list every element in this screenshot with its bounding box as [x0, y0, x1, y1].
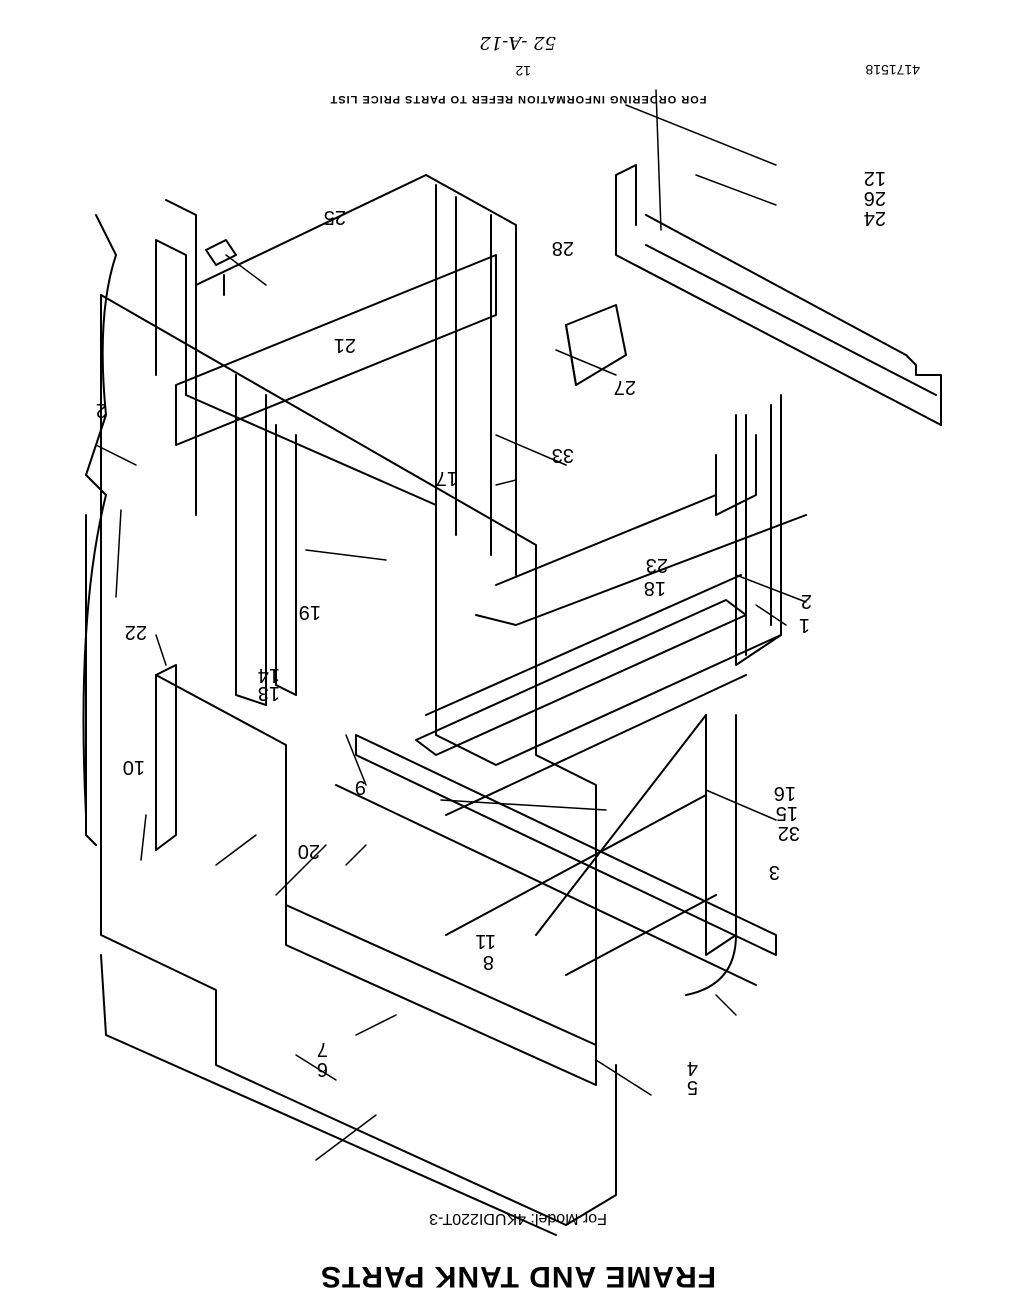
- callout-10: 10: [122, 756, 145, 778]
- callout-23: 23: [645, 554, 668, 576]
- callout-5: 5: [686, 1076, 698, 1098]
- callout-1: 1: [798, 614, 810, 636]
- callout-8: 8: [482, 951, 494, 973]
- callout-9: 9: [354, 776, 366, 798]
- callout-19: 19: [298, 601, 321, 623]
- callout-32: 32: [777, 822, 800, 844]
- callout-22: 22: [124, 621, 147, 643]
- front-rail: [195, 174, 807, 706]
- callout-12: 12: [863, 167, 886, 189]
- page-title: FRAME AND TANK PARTS: [319, 1260, 717, 1293]
- ordering-note: FOR ORDERING INFORMATION REFER TO PARTS …: [329, 93, 707, 105]
- callout-27: 27: [613, 376, 636, 398]
- callout-33: 33: [551, 444, 574, 466]
- callout-2a: 2: [800, 590, 812, 612]
- callout-16: 16: [773, 782, 796, 804]
- wash-channel: [535, 194, 737, 996]
- tank-outline: [100, 294, 617, 1226]
- callout-11: 11: [475, 930, 496, 952]
- callout-4: 4: [686, 1057, 698, 1079]
- right-frame: [155, 199, 782, 766]
- leader-lines: [95, 89, 807, 1161]
- callout-15: 15: [775, 802, 798, 824]
- leveling-leg: [205, 239, 237, 296]
- page-number: 12: [515, 63, 531, 79]
- outer-tub: [82, 214, 557, 1236]
- top-cap: [175, 254, 757, 586]
- rear-brace: [335, 734, 777, 986]
- callout-17: 17: [435, 467, 458, 489]
- model-line: For Model: 4KUDI220T-3: [429, 1210, 607, 1227]
- lower-strip: [415, 574, 747, 936]
- callout-25: 25: [323, 206, 346, 228]
- callout-20: 20: [297, 840, 320, 862]
- callout-28: 28: [551, 237, 574, 259]
- part-number: 4171518: [865, 62, 920, 78]
- callout-7: 7: [316, 1038, 328, 1060]
- callout-3: 3: [768, 861, 780, 883]
- callout-26: 26: [863, 187, 886, 209]
- callout-6: 6: [316, 1058, 328, 1080]
- side-panel: [615, 164, 942, 426]
- callout-24: 24: [863, 207, 886, 229]
- callout-14: 14: [257, 664, 280, 686]
- callout-2b: 2: [95, 399, 107, 421]
- handwritten-note: 52 -A-12: [479, 32, 556, 53]
- callout-21: 21: [333, 334, 356, 356]
- callout-13: 13: [257, 682, 280, 704]
- callout-18: 18: [643, 577, 666, 599]
- control-module: [565, 304, 627, 386]
